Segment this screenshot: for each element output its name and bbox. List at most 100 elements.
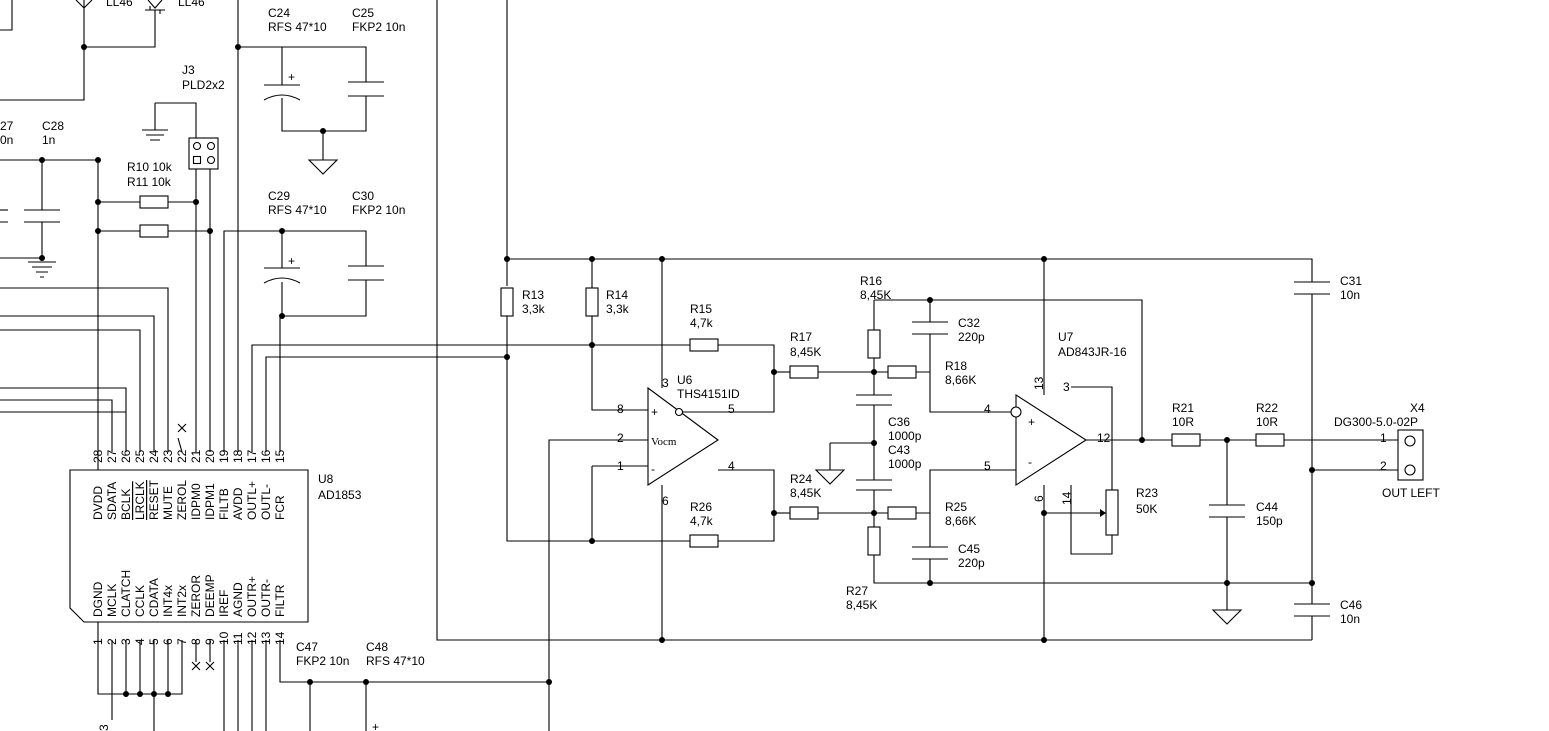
u8-pin-number: 18 [231, 449, 245, 463]
svg-text:3: 3 [662, 376, 669, 390]
u8-pin-number: 12 [245, 631, 259, 645]
u8-pin-number: 24 [147, 449, 161, 463]
r10-label: R10 10k [127, 160, 173, 174]
u7-ref: U7 [1058, 330, 1074, 344]
u7-opamp: + - [1010, 393, 1088, 487]
r26-ref: R26 [690, 500, 712, 514]
svg-text:+: + [1028, 415, 1035, 429]
c36-value: 1000p [888, 429, 922, 443]
svg-text:4: 4 [728, 459, 735, 473]
r23-ref: R23 [1136, 486, 1158, 500]
u8-pin-name: INT2x [175, 585, 189, 617]
svg-text:13: 13 [1032, 376, 1046, 390]
u8-pin-number: 4 [133, 638, 147, 645]
r16-value: 8,45K [860, 288, 891, 302]
svg-text:+: + [372, 720, 379, 731]
r14-ref: R14 [606, 288, 628, 302]
pin-numbers: 3 8 5 2 1 4 6 13 3 4 12 5 6 14 1 2 3 [97, 376, 1387, 731]
r14-value: 3,3k [606, 302, 630, 316]
u8-pin-number: 7 [175, 638, 189, 645]
u6-value: THS4151ID [677, 387, 740, 401]
u8-pin-name: IDPM1 [203, 483, 217, 520]
svg-text:1: 1 [1380, 431, 1387, 445]
svg-text:1: 1 [617, 459, 624, 473]
u8-pin-name: CDATA [147, 578, 161, 617]
u8-pin-number: 8 [189, 638, 203, 645]
u8-pin-number: 6 [161, 638, 175, 645]
u8-pin-name: DVDD [91, 486, 105, 520]
ll46-a-label: LL46 [106, 0, 133, 9]
c30-value: FKP2 10n [352, 203, 405, 217]
c43-ref: C43 [888, 443, 910, 457]
j3-connector [188, 137, 219, 170]
svg-text:2: 2 [617, 431, 624, 445]
c48-value: RFS 47*10 [366, 654, 425, 668]
r26-value: 4,7k [690, 514, 714, 528]
r25-ref: R25 [945, 500, 967, 514]
u8-pin-name: ZEROL [175, 480, 189, 520]
u8-pin-name: DGND [91, 581, 105, 617]
u8-pin-number: 2 [105, 638, 119, 645]
u8-value: AD1853 [318, 488, 362, 502]
r27-ref: R27 [846, 584, 868, 598]
c31-value: 10n [1340, 288, 1360, 302]
ll46-b-label: LL46 [178, 0, 205, 9]
u8-ref: U8 [318, 472, 334, 486]
no-connect-marks [177, 423, 215, 671]
r16-ref: R16 [860, 274, 882, 288]
u8-pin-number: 26 [119, 449, 133, 463]
c46-ref: C46 [1340, 598, 1362, 612]
c46-value: 10n [1340, 612, 1360, 626]
r13-ref: R13 [522, 288, 544, 302]
u6-ref: U6 [677, 373, 693, 387]
r11-label: R11 10k [127, 175, 172, 189]
u8-pin-name: DEEMP [203, 574, 217, 617]
c28-ref: C28 [42, 119, 64, 133]
u8-pin-number: 17 [245, 449, 259, 463]
u8-pin-number: 1 [91, 638, 105, 645]
u8-pin-number: 25 [133, 449, 147, 463]
r17-ref: R17 [790, 330, 812, 344]
u8-chip [69, 469, 309, 623]
r15-value: 4,7k [690, 316, 714, 330]
u8-pin-number: 28 [91, 449, 105, 463]
u8-top-pins: 28DVDD27SDATA26BCLK25LRCLK24RESET23MUTE2… [91, 449, 287, 520]
u8-pin-name: INT4x [161, 585, 175, 617]
u8-pin-number: 11 [231, 632, 245, 645]
r15-ref: R15 [690, 302, 712, 316]
u8-pin-number: 3 [119, 638, 133, 645]
u8-pin-name: MCLK [105, 584, 119, 617]
u8-pin-name: IDPM0 [189, 483, 203, 520]
c31-ref: C31 [1340, 274, 1362, 288]
u8-pin-name: OUTL+ [245, 481, 259, 520]
c29-value: RFS 47*10 [268, 203, 327, 217]
c32-ref: C32 [958, 316, 980, 330]
u7-value: AD843JR-16 [1058, 345, 1127, 359]
capacitor-symbols [0, 81, 1330, 617]
r17-value: 8,45K [790, 345, 821, 359]
u8-pin-name: ZEROR [189, 575, 203, 617]
diode-symbols [75, 0, 165, 14]
svg-text:3: 3 [97, 724, 111, 731]
c45-ref: C45 [958, 542, 980, 556]
r25-value: 8,66K [945, 514, 976, 528]
c43-value: 1000p [888, 457, 922, 471]
svg-text:-: - [1028, 455, 1032, 469]
u8-pin-name: FILTR [273, 584, 287, 617]
j3-ref: J3 [182, 63, 195, 77]
r21-ref: R21 [1172, 401, 1194, 415]
wires [0, 0, 1398, 731]
u8-pin-name: RESET [147, 479, 161, 520]
svg-text:5: 5 [728, 402, 735, 416]
svg-text:5: 5 [984, 459, 991, 473]
r24-value: 8,45K [790, 486, 821, 500]
x4-value: DG300-5.0-02P [1334, 415, 1418, 429]
u8-pin-name: BCLK [119, 489, 133, 520]
svg-text:+: + [651, 405, 658, 419]
u8-pin-name: CLATCH [119, 570, 133, 617]
c29-ref: C29 [268, 189, 290, 203]
c47-value: FKP2 10n [296, 654, 349, 668]
svg-text:12: 12 [1097, 431, 1111, 445]
c45-value: 220p [958, 556, 985, 570]
u6-opamp: Vocm + - [647, 386, 719, 487]
